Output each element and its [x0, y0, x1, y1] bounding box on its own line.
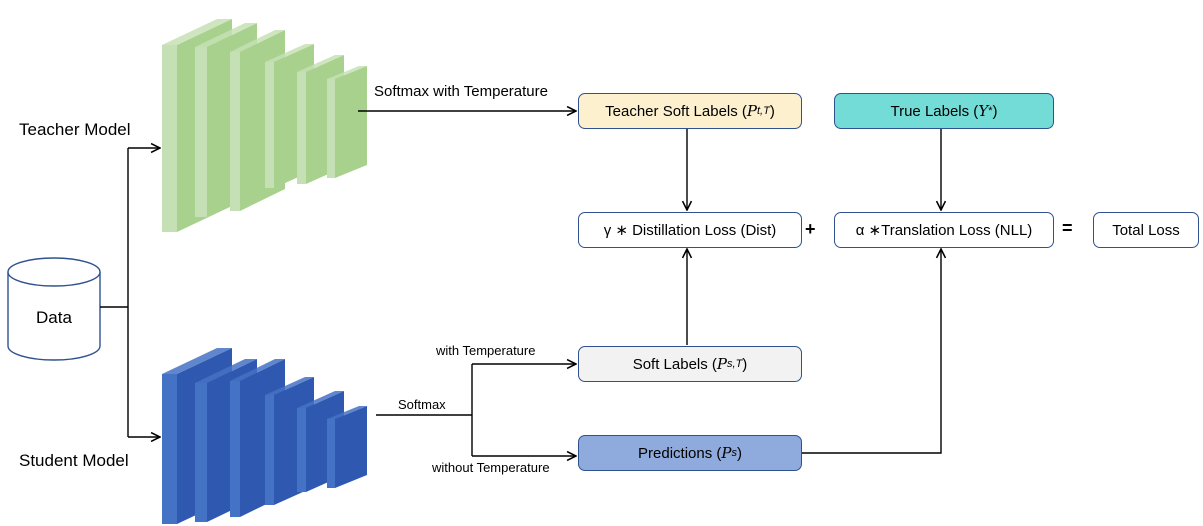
- data-split-connector: [100, 148, 160, 437]
- distillation-loss-text: γ ∗ Distillation Loss (Dist): [603, 222, 777, 239]
- softmax-label: Softmax: [398, 397, 446, 412]
- teacher-soft-labels-text: Teacher Soft Labels (: [605, 102, 747, 120]
- plus-operator: +: [805, 219, 816, 239]
- translation-loss-text: α ∗Translation Loss (NLL): [855, 222, 1033, 239]
- true-labels-sup: *: [988, 105, 993, 117]
- true-labels-math: Y: [978, 102, 989, 120]
- student-layer-6: [327, 406, 367, 488]
- teacher-soft-labels-sub: t,T: [757, 105, 770, 117]
- predictions-close: ): [736, 444, 742, 462]
- predictions-text: Predictions (: [638, 444, 722, 462]
- soft-labels-text: Soft Labels (: [632, 355, 717, 373]
- predictions-sub: s: [731, 447, 737, 459]
- student-model-label: Student Model: [19, 451, 129, 470]
- distillation-loss-box: γ ∗ Distillation Loss (Dist): [578, 212, 802, 248]
- arrow-pred-to-nll: [802, 249, 941, 454]
- data-label: Data: [36, 308, 72, 327]
- softmax-with-temperature-label: Softmax with Temperature: [374, 83, 548, 100]
- soft-labels-sub: s,T: [727, 358, 743, 370]
- translation-loss-box: α ∗Translation Loss (NLL): [834, 212, 1054, 248]
- data-cylinder-icon: [7, 257, 101, 361]
- data-node: Data: [8, 258, 100, 374]
- teacher-soft-labels-close: ): [769, 102, 775, 120]
- without-temperature-label: without Temperature: [432, 460, 550, 475]
- with-temperature-label: with Temperature: [436, 343, 536, 358]
- teacher-model-layers: [162, 19, 367, 232]
- soft-labels-math: P: [716, 355, 728, 373]
- true-labels-text: True Labels (: [890, 102, 979, 120]
- student-model-layers: [162, 348, 367, 524]
- teacher-soft-labels-math: P: [746, 102, 757, 120]
- total-loss-box: Total Loss: [1093, 212, 1199, 248]
- equals-operator: =: [1062, 218, 1073, 238]
- true-labels-close: ): [992, 102, 998, 120]
- soft-labels-close: ): [742, 355, 748, 373]
- teacher-model-label: Teacher Model: [19, 120, 131, 139]
- teacher-layer-6: [327, 66, 367, 178]
- total-loss-text: Total Loss: [1112, 221, 1180, 239]
- true-labels-box: True Labels (Y*): [834, 93, 1054, 129]
- predictions-math: P: [721, 444, 732, 462]
